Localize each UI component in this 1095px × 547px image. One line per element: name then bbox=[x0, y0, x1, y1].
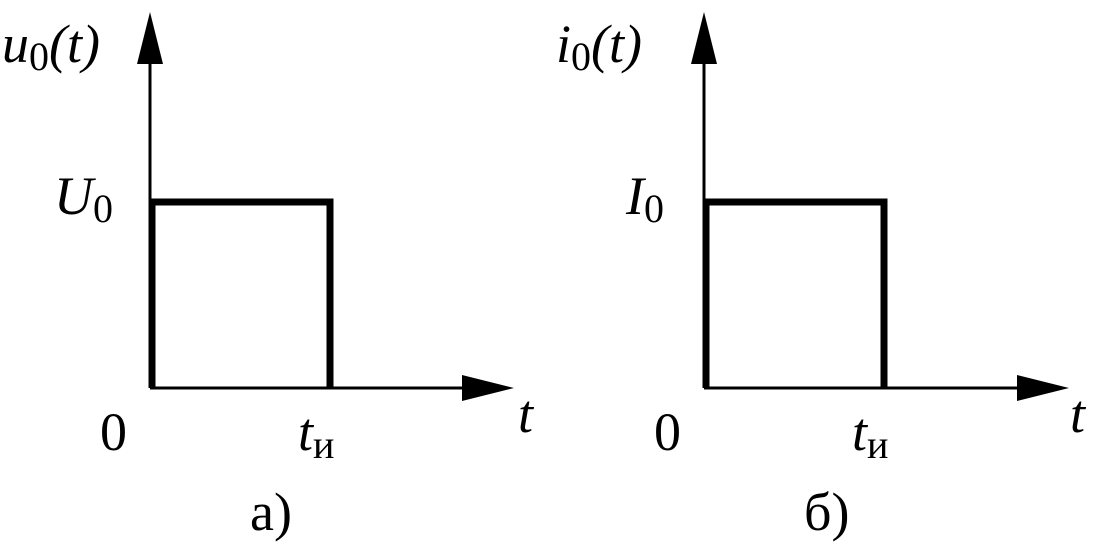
panel-a-y-axis-subscript: 0 bbox=[29, 34, 49, 79]
panel-a-pulse-end-label: tи bbox=[298, 402, 334, 467]
panel-b-y-axis-symbol: i bbox=[556, 14, 571, 74]
panel-b-x-axis-label: t bbox=[1070, 384, 1087, 444]
panel-b-y-axis-arrowhead bbox=[691, 12, 717, 64]
panel-b-caption: б) bbox=[804, 482, 849, 542]
panel-a-y-axis-label: u0(t) bbox=[2, 14, 100, 79]
panel-a-y-axis-arrowhead bbox=[137, 12, 163, 64]
panel-b-level-subscript: 0 bbox=[644, 186, 664, 231]
panel-a-pulse-end-symbol: t bbox=[298, 402, 315, 462]
panel-b-y-axis-subscript: 0 bbox=[571, 34, 591, 79]
panel-b-origin-label: 0 bbox=[654, 402, 681, 462]
panel-b-rectangular-pulse bbox=[702, 198, 888, 388]
panel-b-pulse-end-label: tи bbox=[852, 402, 888, 467]
panel-a-level-symbol: U bbox=[54, 166, 96, 226]
panel-a-rectangular-pulse bbox=[148, 198, 334, 388]
panel-a-pulse-end-subscript: и bbox=[313, 422, 334, 467]
panel-a-caption: а) bbox=[250, 482, 292, 542]
panel-b-pulse-end-subscript: и bbox=[867, 422, 888, 467]
panel-b-level-label: I0 bbox=[625, 166, 664, 231]
panel-b-x-axis-arrowhead bbox=[1017, 375, 1069, 401]
panel-a: u0(t) U0 0 tи t а) bbox=[2, 12, 535, 542]
panel-b-y-axis-arg: (t) bbox=[591, 14, 642, 74]
panel-a-level-label: U0 bbox=[54, 166, 113, 231]
panel-a-x-axis-arrowhead bbox=[462, 375, 514, 401]
panel-a-y-axis-arg: (t) bbox=[49, 14, 100, 74]
panel-b: i0(t) I0 0 tи t б) bbox=[556, 12, 1087, 542]
panel-b-pulse-end-symbol: t bbox=[852, 402, 869, 462]
panel-b-y-axis-label: i0(t) bbox=[556, 14, 642, 79]
panel-a-level-subscript: 0 bbox=[93, 186, 113, 231]
panel-b-level-symbol: I bbox=[625, 166, 647, 226]
panel-a-origin-label: 0 bbox=[100, 402, 127, 462]
panel-a-y-axis-symbol: u bbox=[2, 14, 29, 74]
panel-a-x-axis-label: t bbox=[518, 384, 535, 444]
